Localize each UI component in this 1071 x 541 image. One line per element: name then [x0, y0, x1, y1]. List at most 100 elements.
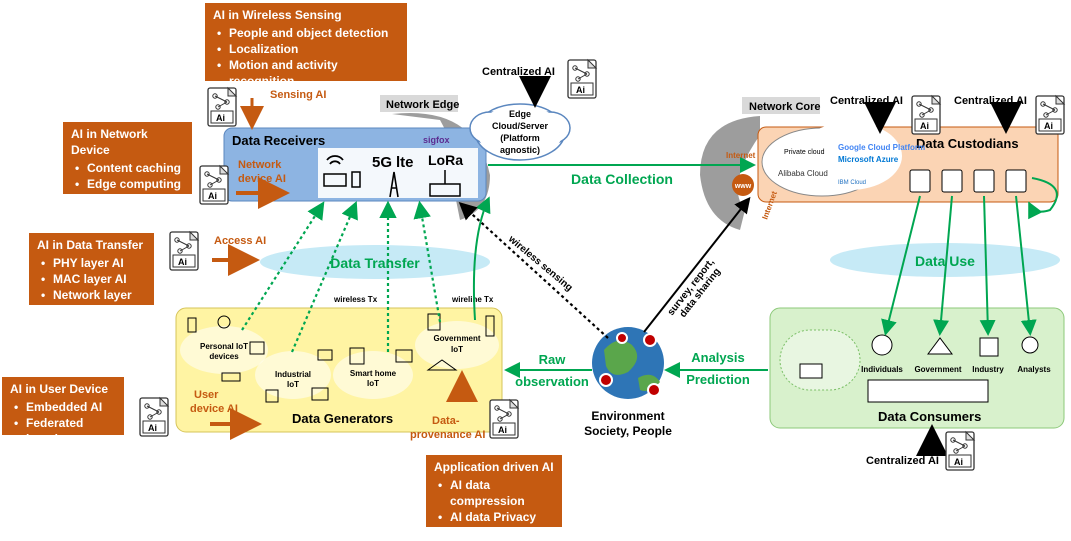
- personal-iot-label2: devices: [209, 352, 239, 361]
- industrial-iot-label1: Industrial: [275, 370, 311, 379]
- wearable-icon: [249, 341, 265, 355]
- cloud-providers-cluster: [761, 122, 902, 197]
- centralized-custodian-ai-icon: Ai: [1035, 95, 1065, 135]
- cloud-private: Private cloud: [784, 149, 825, 156]
- edge-cloud-line1: Edge: [509, 109, 531, 119]
- list-item: Edge computing management: [75, 176, 184, 208]
- svg-text:Ai: Ai: [148, 423, 157, 433]
- survey-report-arrow: [643, 196, 751, 333]
- list-item: PHY layer AI: [41, 255, 146, 271]
- ai-network-device-title: AI in Network Device: [71, 127, 148, 157]
- access-ai-label: Access AI: [214, 235, 266, 247]
- raw-label-2: observation: [515, 374, 589, 389]
- use-arrow-industry: [979, 195, 996, 336]
- vr-headset-icon: [221, 372, 241, 382]
- consumer-government: Government: [914, 365, 961, 374]
- government-iot-label1: Government: [433, 334, 480, 343]
- data-transfer-label: Data Transfer: [330, 255, 420, 271]
- application-driven-ai-box: Application driven AI AI data compressio…: [426, 455, 562, 541]
- government-tx-arrow: [413, 200, 442, 323]
- edge-cloud-line3: (Platform: [500, 133, 540, 143]
- analytics-laptops-cluster: [779, 329, 861, 391]
- wireless-tx-label: wireless Tx: [333, 295, 378, 304]
- www-label: www: [734, 183, 752, 190]
- centralized-custodian-label: Centralized AI: [954, 95, 1027, 107]
- edge-cloud-line4: agnostic): [500, 145, 540, 155]
- sensing-ai-label: Sensing AI: [270, 89, 326, 101]
- edge-cloud-shape: [469, 103, 571, 161]
- ai-data-transfer-title: AI in Data Transfer: [37, 238, 144, 252]
- smartphone-icon: [187, 317, 197, 333]
- smartwatch-icon: [217, 315, 231, 329]
- svg-text:Ai: Ai: [498, 425, 507, 435]
- cloud-storage-icon: [909, 169, 931, 193]
- industry-icon: [979, 337, 999, 357]
- network-edge-label: Network Edge: [386, 99, 459, 111]
- consumer-industry: Industry: [972, 365, 1004, 374]
- cloud-lock-icon: [941, 169, 963, 193]
- wireless-sensing-label: wireless sensing: [505, 233, 574, 294]
- environment-globe: [592, 327, 664, 399]
- government-building-icon: [426, 359, 458, 371]
- cloud-azure: Microsoft Azure: [838, 155, 899, 164]
- smart-display-icon: [395, 349, 413, 363]
- list-item: AI data Privacy: [438, 509, 554, 525]
- data-custodians-title: Data Custodians: [916, 136, 1019, 151]
- centralized-consumer-label: Centralized AI: [866, 455, 939, 467]
- cloud-ibm: IBM Cloud: [838, 180, 866, 186]
- custodian-loop-arrow: [1028, 177, 1058, 220]
- www-globe-icon: [732, 174, 754, 196]
- lora-gateway-icon: [429, 170, 461, 197]
- data-use-ellipse: [830, 243, 1060, 277]
- use-arrow-analysts: [1015, 195, 1037, 336]
- washer-icon: [349, 347, 365, 365]
- ai-data-transfer-box: AI in Data Transfer PHY layer AI MAC lay…: [29, 233, 154, 318]
- camera-icon: [317, 349, 333, 361]
- user-device-ai-label2: device AI: [190, 403, 238, 415]
- svg-text:Ai: Ai: [920, 121, 929, 131]
- application-driven-ai-title: Application driven AI: [434, 460, 554, 474]
- list-item: MAC layer AI: [41, 271, 146, 287]
- provenance-ai-icon: Ai: [489, 399, 519, 439]
- list-item: Embedded AI: [14, 399, 116, 415]
- industrial-iot-bubble: [255, 351, 331, 399]
- phone-icon: [351, 171, 361, 188]
- list-item: AI data Security: [438, 525, 554, 541]
- network-device-ai-icon: Ai: [199, 165, 229, 205]
- sigfox-label: sigfox: [423, 135, 450, 145]
- network-core-label: Network Core: [749, 101, 821, 113]
- svg-text:Ai: Ai: [954, 457, 963, 467]
- svg-text:Ai: Ai: [576, 85, 585, 95]
- network-edge-label-bg: [380, 95, 458, 112]
- list-item: People and object detection: [217, 25, 399, 41]
- robot-arm-icon: [311, 387, 329, 401]
- cloud-monitor-icon: [1005, 169, 1027, 193]
- use-arrow-government: [933, 195, 953, 336]
- lte-label: lte: [396, 154, 414, 171]
- environment-label2: Society, People: [584, 424, 672, 438]
- environment-label1: Environment: [591, 409, 664, 423]
- government-iot-bubble: [415, 321, 499, 369]
- user-device-ai-label1: User: [194, 389, 219, 401]
- wireline-tx-label: wireline Tx: [451, 295, 494, 304]
- receivers-devices-panel: [318, 148, 478, 198]
- wireless-sensing-arrow: [458, 202, 609, 339]
- cell-tower-icon: [389, 171, 399, 198]
- ai-wireless-sensing-title: AI in Wireless Sensing: [213, 8, 342, 22]
- ai-user-device-title: AI in User Device: [10, 382, 109, 396]
- user-device-ai-icon: Ai: [139, 397, 169, 437]
- use-arrow-individuals: [881, 195, 921, 336]
- ai-user-device-box: AI in User Device Embedded AI Federated …: [2, 377, 124, 446]
- smart-home-iot-bubble: [333, 351, 413, 399]
- sensing-ai-icon: Ai: [207, 87, 237, 127]
- personal-tx-arrow: [241, 201, 325, 331]
- wifi-router-icon: [323, 155, 347, 187]
- network-device-ai-label1: Network: [238, 159, 282, 171]
- list-item: AI data compression: [438, 477, 554, 509]
- list-item: Network layer AI: [41, 287, 146, 319]
- list-item: Motion and activity recognition: [217, 57, 399, 89]
- analysis-label-2: Prediction: [686, 372, 750, 387]
- list-item: Content caching: [75, 160, 184, 176]
- data-receivers-title: Data Receivers: [232, 133, 325, 148]
- data-collection-label: Data Collection: [571, 171, 673, 187]
